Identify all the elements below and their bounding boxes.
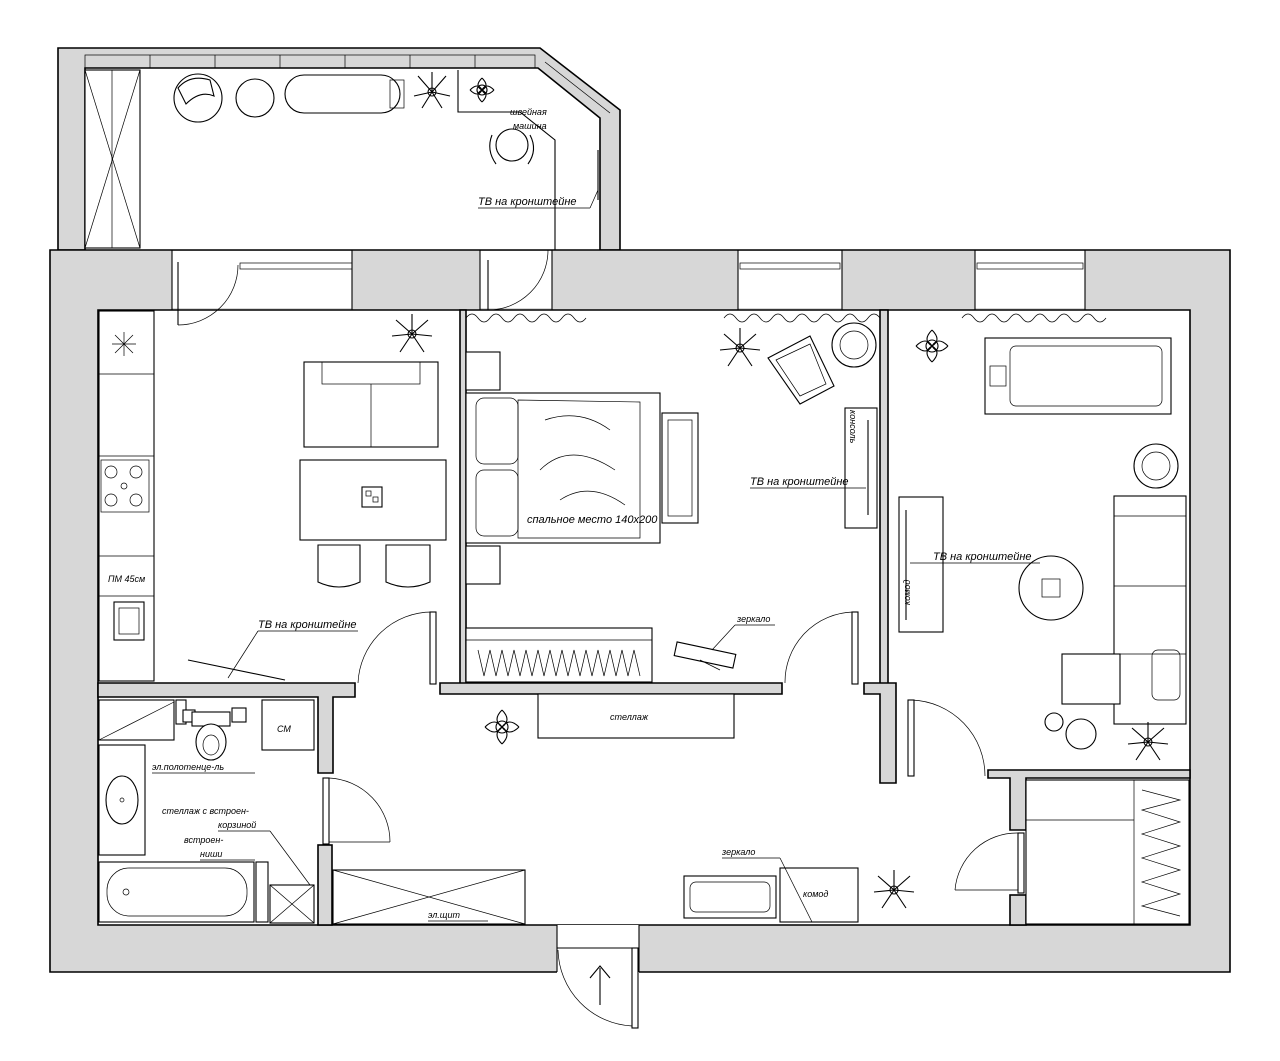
plant-icon <box>469 77 495 103</box>
washing-machine <box>261 699 315 751</box>
chairs <box>317 544 431 588</box>
shelf-hall-label: стеллаж <box>610 712 649 722</box>
doors <box>322 611 1025 894</box>
bedroom-armchair <box>767 335 835 405</box>
plant-icon <box>873 870 915 909</box>
entrance <box>556 925 640 1029</box>
plant-icon <box>915 329 949 363</box>
nightstand-top <box>465 351 501 391</box>
plant-icon <box>391 314 433 353</box>
sewing-machine-label-2: машина <box>513 121 547 131</box>
floor-mirror <box>673 641 737 671</box>
sewing-machine-label-1: швейная <box>510 107 547 117</box>
sewing-machine-desk <box>457 70 556 250</box>
console-label: консоль <box>848 410 858 444</box>
niches-label-1: встроен- <box>184 835 223 845</box>
tv-kitchen-label: ТВ на кронштейне <box>258 619 357 631</box>
bed <box>465 392 661 544</box>
treadmill <box>984 337 1172 415</box>
bathroom: СМ эл.полотенце-ль стеллаж с встроен- ко… <box>98 699 315 924</box>
sink-bathroom-icon <box>105 775 139 825</box>
shelf-basket-label-1: стеллаж с встроен- <box>162 806 249 816</box>
plant-icon <box>484 709 520 745</box>
side-tables-living <box>1044 712 1097 750</box>
tv-living-label: ТВ на кронштейне <box>933 551 1032 563</box>
plant-icon <box>719 328 761 367</box>
sofa-kitchen <box>303 361 439 448</box>
side-table <box>235 78 275 118</box>
armchair <box>173 73 223 123</box>
niches-label-2: ниши <box>200 849 222 859</box>
round-table-bedroom <box>831 322 877 368</box>
dresser-living-label: комод <box>902 580 912 605</box>
vacuum-icon <box>361 486 383 508</box>
toilet-icon <box>191 711 231 761</box>
dresser-hall <box>779 867 859 923</box>
hall-shelf <box>537 693 735 739</box>
wardrobe-room <box>1025 779 1190 925</box>
round-table-living <box>1133 443 1179 489</box>
interior-walls <box>97 309 1191 926</box>
shelf-basket-label-2: корзиной <box>218 820 256 830</box>
living-room: комод ТВ на кронштейне <box>898 313 1187 750</box>
windows-top <box>171 249 1086 326</box>
wardrobe-bedroom <box>465 627 653 683</box>
hall: стеллаж эл.щит комод зеркало <box>332 693 859 925</box>
console <box>844 407 878 529</box>
plants <box>391 72 1169 909</box>
coffee-table <box>1018 555 1084 621</box>
sofa-living <box>1061 495 1187 725</box>
balcony: швейная машина ТВ на кронштейне <box>57 47 621 251</box>
cooktop <box>100 459 150 513</box>
bench-hall <box>683 875 777 919</box>
dresser-living <box>898 496 944 633</box>
hall-wardrobe <box>332 869 526 925</box>
plant-icon <box>413 72 451 109</box>
bedroom: спальное место 140х200 консоль ТВ на кро… <box>465 313 881 683</box>
dishwasher-label: ПМ 45см <box>108 574 145 584</box>
towel-dryer-label: эл.полотенце-ль <box>152 762 224 772</box>
bathtub-icon <box>98 861 255 923</box>
tv-bedroom-label: ТВ на кронштейне <box>750 476 849 488</box>
mirror-hall-label: зеркало <box>721 847 755 857</box>
nightstand-bottom <box>465 545 501 585</box>
el-panel-label: эл.щит <box>428 910 460 920</box>
sink-icon <box>113 601 145 641</box>
tv-balcony-label: ТВ на кронштейне <box>478 196 577 208</box>
washer-label: СМ <box>277 724 291 734</box>
entrance-arrow-icon <box>589 965 611 1005</box>
bed-label: спальное место 140х200 <box>527 514 658 526</box>
laundry-shelf <box>269 884 315 924</box>
bench <box>661 412 699 524</box>
mirror-bedroom-label: зеркало <box>736 614 770 624</box>
daybed <box>284 74 401 114</box>
kitchen: ПМ 45см ТВ на кронштейне <box>98 310 447 682</box>
plant-icon <box>1127 722 1169 761</box>
dresser-hall-label: комод <box>803 889 828 899</box>
hob-icon <box>112 332 136 356</box>
